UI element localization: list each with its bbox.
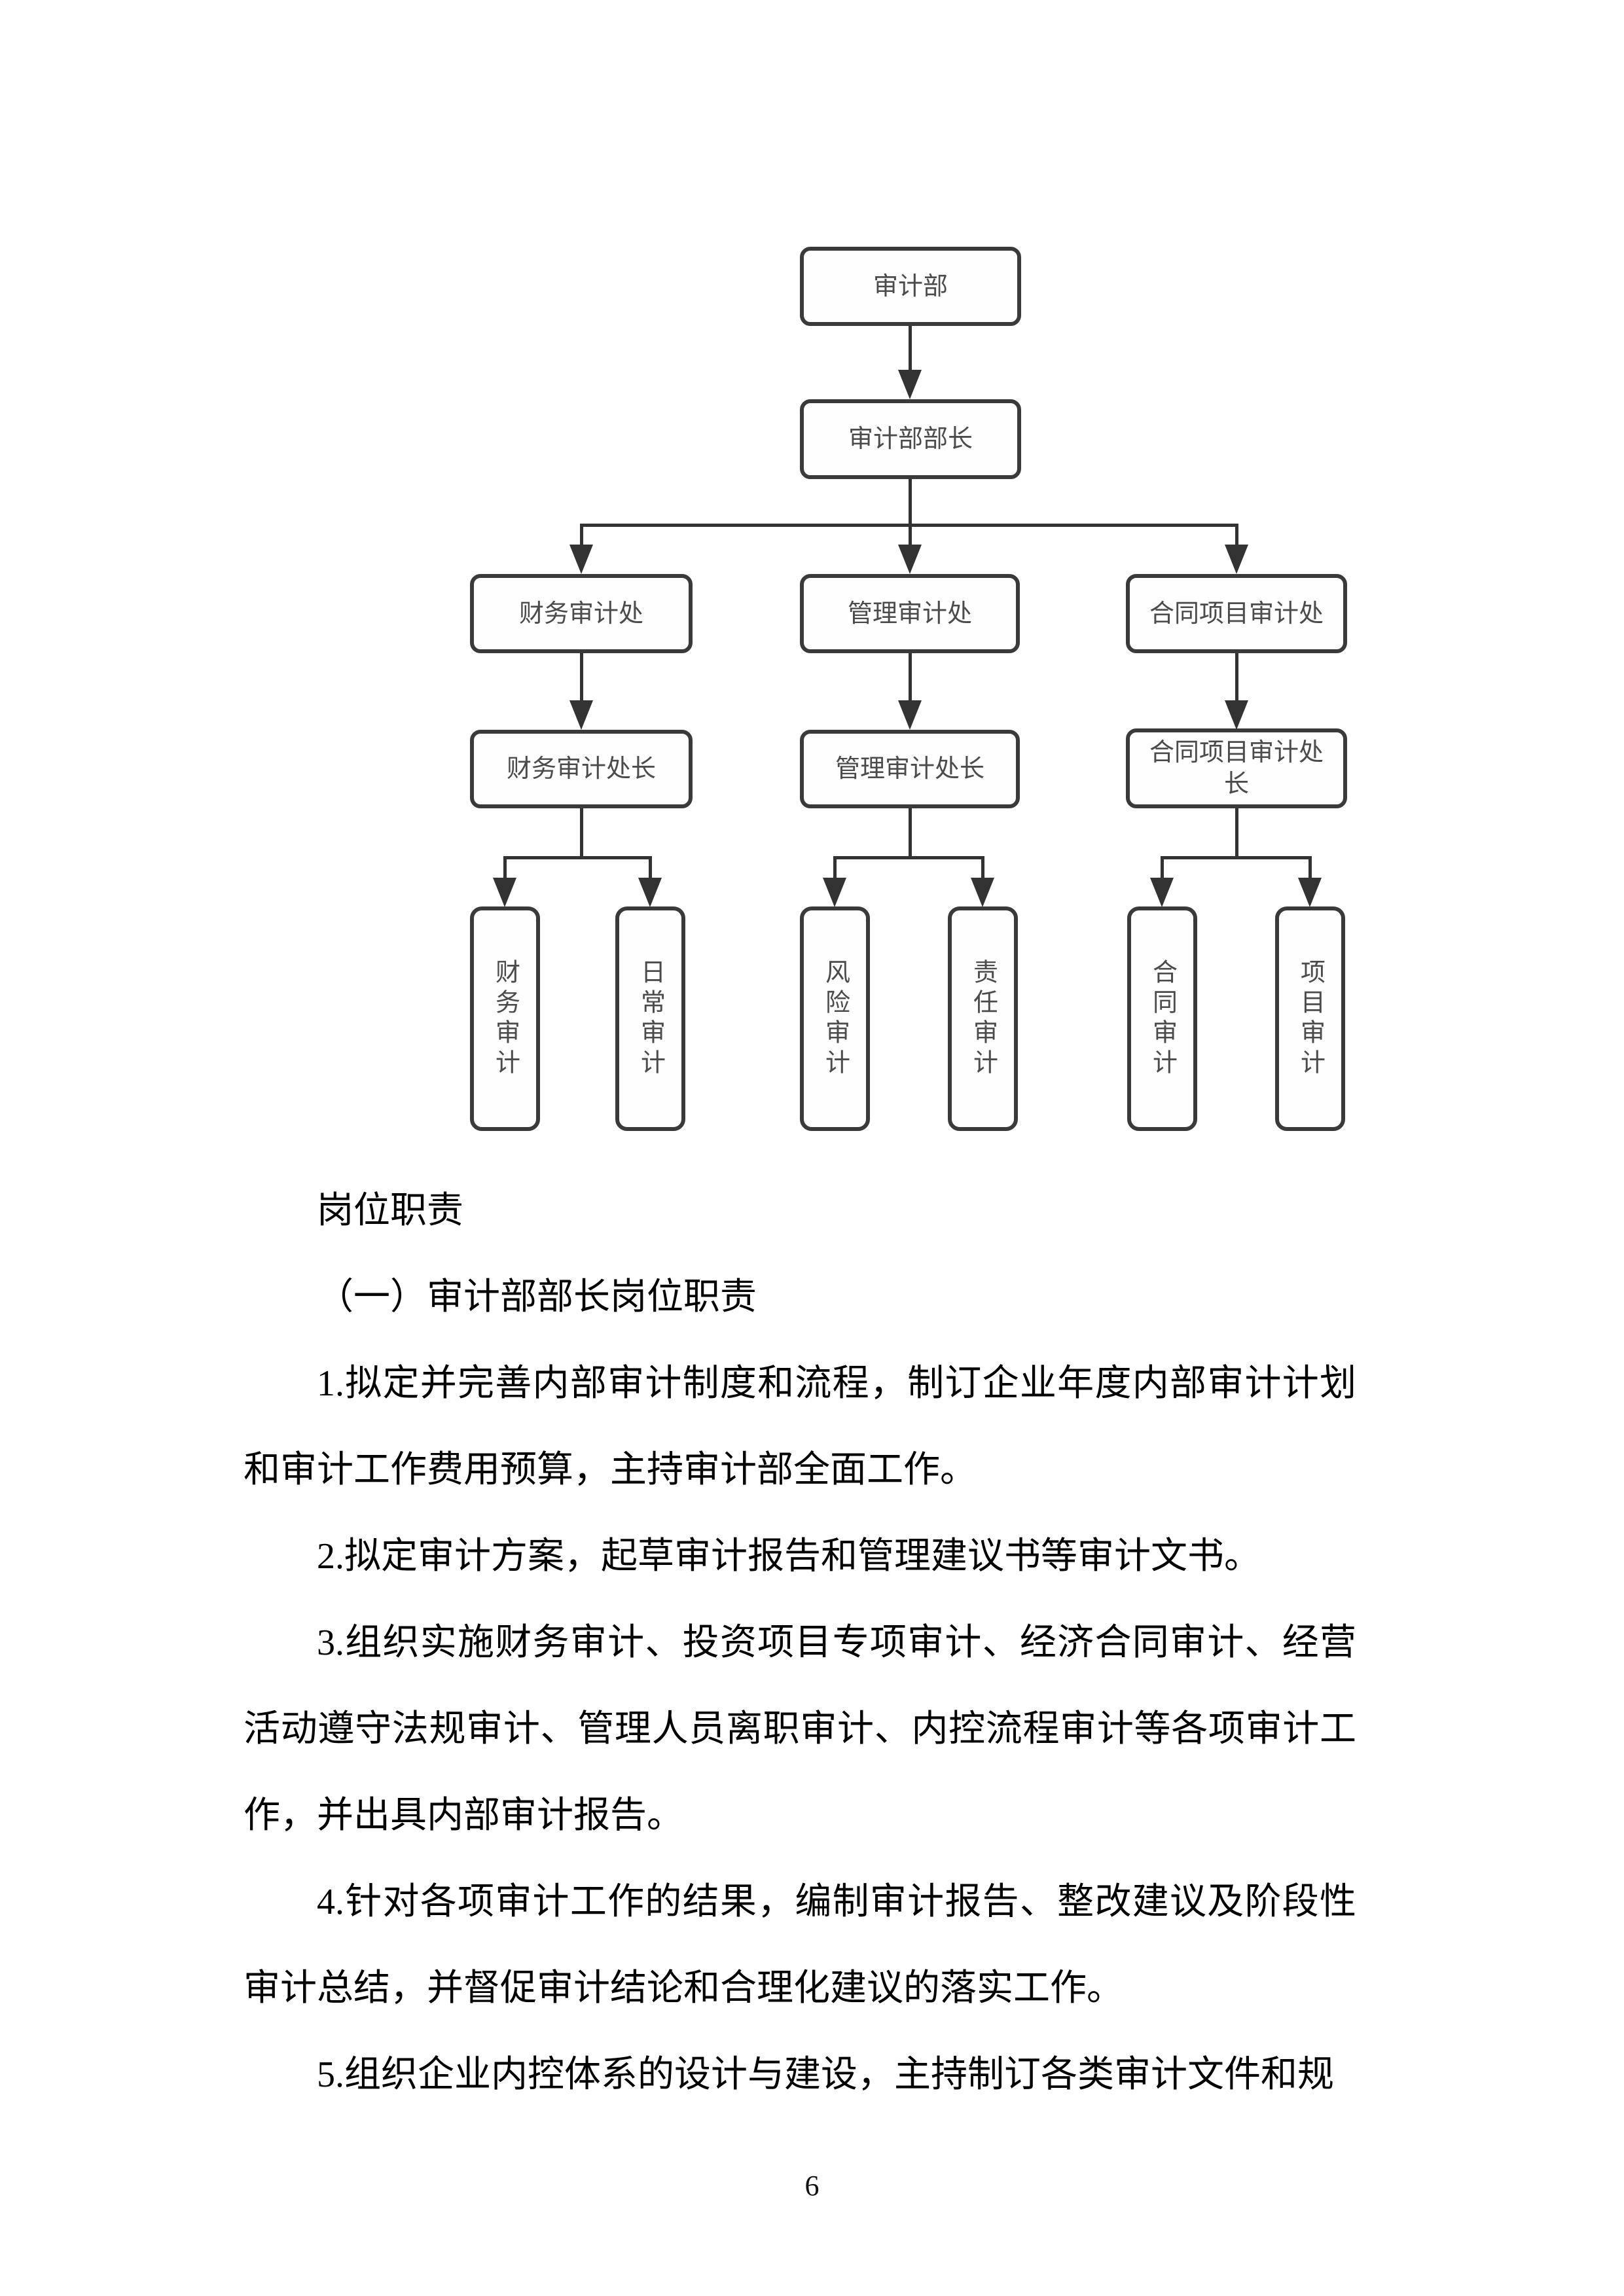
- paragraph-2: 2.拟定审计方案，起草审计报告和管理建议书等审计文书。: [317, 1536, 1261, 1577]
- org-node-management-audit-chief: 管理审计处长: [800, 730, 1020, 808]
- org-node-daily-audit: 日常审计: [615, 906, 685, 1131]
- connector-office-to-chief-3: [1235, 653, 1238, 701]
- page-number: 6: [804, 2170, 820, 2202]
- org-node-project-audit: 项目审计: [1275, 906, 1345, 1131]
- connector-split-to-leaf-3a: [1161, 859, 1164, 878]
- org-node-responsibility-audit: 责任审计: [948, 906, 1018, 1131]
- connector-root-to-head: [909, 326, 912, 370]
- arrowhead-bus-to-office-1: [569, 545, 593, 574]
- arrowhead-split-to-leaf-2a: [823, 878, 846, 907]
- org-node-audit-dept-head: 审计部部长: [800, 399, 1021, 479]
- arrowhead-office-to-chief-2: [898, 700, 922, 730]
- arrowhead-split-to-leaf-2b: [971, 878, 994, 907]
- paragraph-3: 3.组织实施财务审计、投资项目专项审计、经济合同审计、经营活动遵守法规审计、管理…: [244, 1623, 1356, 1836]
- paragraph-4: 4.针对各项审计工作的结果，编制审计报告、整改建议及阶段性审计总结，并督促审计结…: [244, 1882, 1356, 2009]
- arrowhead-root-to-head: [898, 370, 922, 399]
- org-node-contract-project-audit-chief: 合同项目审计处长: [1126, 728, 1347, 808]
- connector-split-to-leaf-2b: [981, 859, 984, 878]
- org-node-contract-audit: 合同审计: [1127, 906, 1197, 1131]
- connector-bus-to-office-2: [909, 527, 912, 545]
- connector-split-to-leaf-1b: [649, 859, 652, 878]
- connector-split-bus-3: [1161, 856, 1312, 859]
- connector-branch-bus: [580, 524, 1238, 527]
- section-title: 岗位职责: [317, 1191, 463, 1231]
- connector-split-to-leaf-1a: [503, 859, 507, 878]
- connector-chief-to-split-1: [580, 808, 583, 857]
- connector-chief-to-split-3: [1235, 808, 1238, 857]
- connector-split-bus-1: [503, 856, 652, 859]
- org-node-financial-audit-chief: 财务审计处长: [470, 730, 693, 808]
- connector-split-to-leaf-2a: [833, 859, 837, 878]
- arrowhead-office-to-chief-1: [569, 700, 593, 730]
- arrowhead-split-to-leaf-1a: [493, 878, 516, 907]
- arrowhead-split-to-leaf-3a: [1150, 878, 1174, 907]
- org-node-audit-dept: 审计部: [800, 247, 1021, 326]
- connector-bus-to-office-1: [580, 527, 583, 545]
- connector-split-bus-2: [833, 856, 984, 859]
- org-node-financial-audit-office: 财务审计处: [470, 574, 693, 653]
- connector-office-to-chief-1: [580, 653, 583, 701]
- arrowhead-split-to-leaf-3b: [1298, 878, 1322, 907]
- org-node-risk-audit: 风险审计: [800, 906, 870, 1131]
- subsection-title: （一）审计部部长岗位职责: [317, 1277, 757, 1318]
- paragraph-1: 1.拟定并完善内部审计制度和流程，制订企业年度内部审计计划和审计工作费用预算，主…: [244, 1363, 1356, 1490]
- connector-head-to-bus: [909, 479, 912, 524]
- org-node-contract-project-audit-office: 合同项目审计处: [1126, 574, 1347, 653]
- org-node-management-audit-office: 管理审计处: [800, 574, 1020, 653]
- org-node-financial-audit: 财务审计: [470, 906, 540, 1131]
- connector-bus-to-office-3: [1235, 527, 1238, 545]
- connector-chief-to-split-2: [909, 808, 912, 857]
- body-text: 岗位职责 （一）审计部部长岗位职责 1.拟定并完善内部审计制度和流程，制订企业年…: [244, 1168, 1356, 2118]
- arrowhead-split-to-leaf-1b: [638, 878, 662, 907]
- arrowhead-office-to-chief-3: [1225, 700, 1248, 730]
- arrowhead-bus-to-office-2: [898, 545, 922, 574]
- connector-office-to-chief-2: [909, 653, 912, 701]
- arrowhead-bus-to-office-3: [1225, 545, 1248, 574]
- connector-split-to-leaf-3b: [1308, 859, 1312, 878]
- paragraph-5: 5.组织企业内控体系的设计与建设，主持制订各类审计文件和规: [317, 2054, 1334, 2095]
